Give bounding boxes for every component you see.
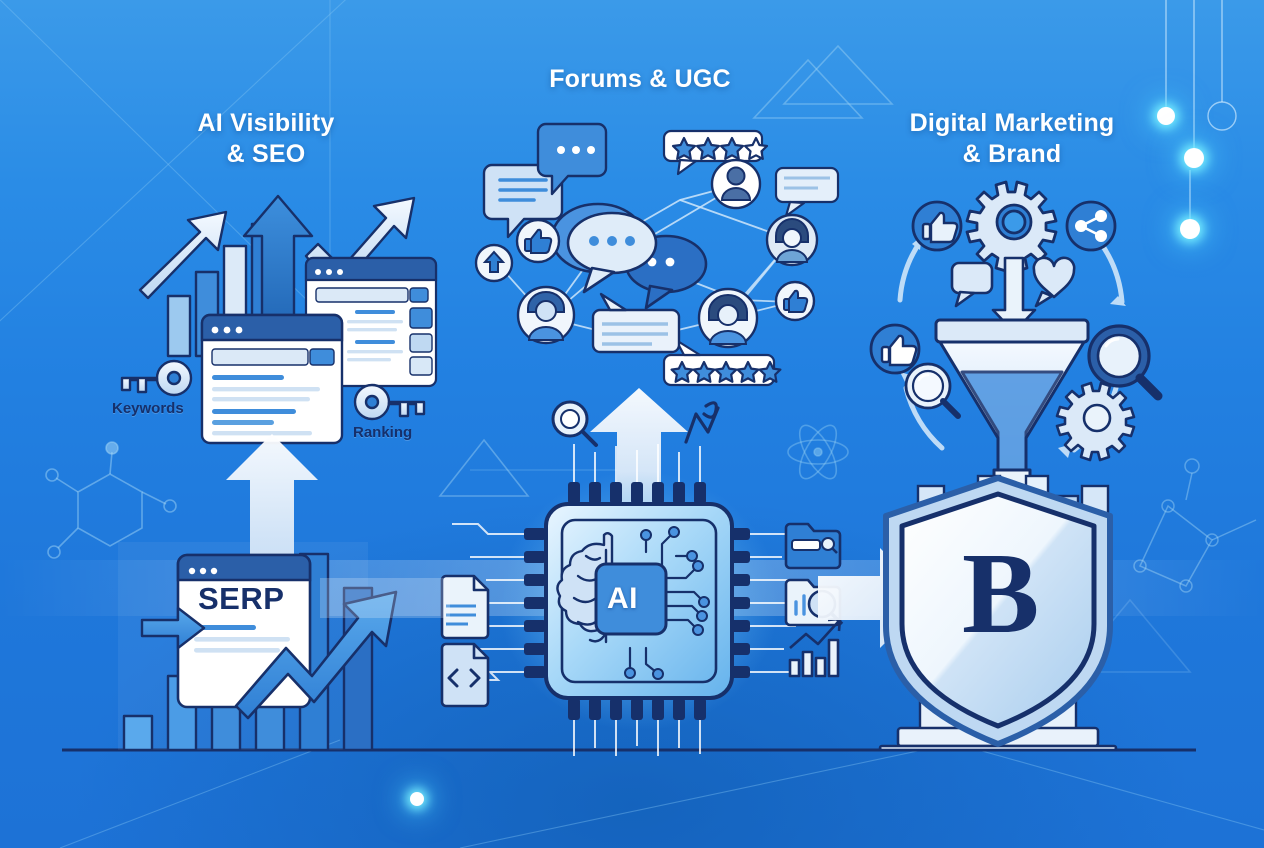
gear-icon-small — [1055, 381, 1136, 462]
right-arrow-icon-serp — [140, 606, 206, 650]
pedestal-icon — [878, 726, 1118, 752]
heading-brand: Digital Marketing & Brand — [909, 109, 1115, 168]
thumbs-up-icon-forums-1 — [515, 218, 561, 264]
thumbs-up-icon-top — [911, 200, 963, 252]
chat-bubble-dots-dark — [536, 122, 608, 196]
label-keywords: Keywords — [112, 400, 184, 417]
share-icon — [1065, 200, 1117, 252]
funnel-icon — [934, 318, 1090, 494]
serp-browser-window — [176, 553, 312, 709]
chat-bubble-dots-mid — [550, 202, 646, 274]
ghost-bars — [118, 542, 368, 750]
chat-bubble-dots-light — [566, 211, 658, 294]
avatar-icon-female — [765, 213, 819, 267]
flow-band-left — [320, 578, 450, 618]
star-rating-five — [662, 338, 782, 387]
gear-icon-large — [965, 180, 1058, 273]
chat-bubble-lines-light — [482, 163, 564, 239]
label-brand-letter: B — [962, 530, 1040, 658]
up-arrow-icon-bold — [242, 194, 314, 358]
document-icon-input — [440, 574, 490, 640]
bar-chart-icon — [166, 222, 276, 358]
upvote-arrow-icon — [474, 243, 514, 283]
magnifier-icon-small — [904, 362, 961, 419]
zigzag-trend-arrow-top — [304, 196, 416, 286]
column-arcs — [918, 662, 1078, 738]
brain-icon — [556, 532, 614, 644]
ai-chip-icon — [544, 502, 734, 700]
chip-glow — [499, 471, 779, 731]
trend-arrow-icon-left — [138, 210, 228, 300]
heading-forums: Forums & UGC — [549, 65, 731, 93]
avatar-icon-female-2 — [697, 287, 759, 349]
cycle-arrows — [897, 236, 1126, 458]
glow-node-1 — [1157, 107, 1175, 125]
star-rating-four — [662, 129, 769, 176]
hanging-lines — [1165, 0, 1237, 224]
chat-bubble-dots-deep — [624, 234, 708, 310]
glow-node-2 — [1184, 148, 1204, 168]
key-icon-keywords — [120, 359, 193, 397]
arrow-right-brand — [818, 548, 930, 648]
chat-bubble-small-right — [774, 166, 840, 218]
folder-analytics-icon-output — [784, 578, 844, 627]
magnifier-icon-large — [1087, 324, 1163, 401]
avatar-icon-male — [516, 285, 576, 345]
glow-node-4 — [410, 792, 424, 806]
magnifier-icon-input — [551, 400, 598, 447]
thumbs-up-icon-forums-2 — [774, 280, 816, 322]
heading-seo: AI Visibility & SEO — [197, 109, 335, 168]
arrow-up-left — [226, 434, 318, 570]
chip-inner-border — [560, 518, 718, 684]
key-icon-ranking — [353, 383, 426, 421]
code-file-icon-input — [440, 642, 490, 708]
folder-search-icon-output — [784, 522, 842, 570]
hexagon-molecule — [45, 441, 177, 559]
chat-bubble-comment — [591, 292, 681, 354]
thumbs-up-icon-left — [869, 323, 921, 375]
label-serp: SERP — [198, 581, 285, 616]
browser-window-front — [200, 313, 344, 445]
squiggle-arrow-icon — [684, 401, 720, 444]
avatar-icon-user — [710, 158, 762, 210]
browser-window-back — [304, 256, 438, 388]
heart-bubble-icon — [1032, 256, 1076, 308]
label-ai-chip: AI — [607, 582, 638, 615]
network-links — [495, 183, 793, 341]
arrow-up-center — [590, 388, 688, 510]
glow-node-3 — [1180, 219, 1200, 239]
atom-icon — [787, 424, 849, 480]
down-arrow-icon — [991, 256, 1037, 334]
circuit-traces-icon — [628, 532, 704, 674]
node-network — [1133, 458, 1257, 593]
bar-chart-trend-icon-output — [788, 617, 842, 678]
label-ranking: Ranking — [353, 424, 413, 441]
speech-bubble-icon — [950, 261, 994, 308]
